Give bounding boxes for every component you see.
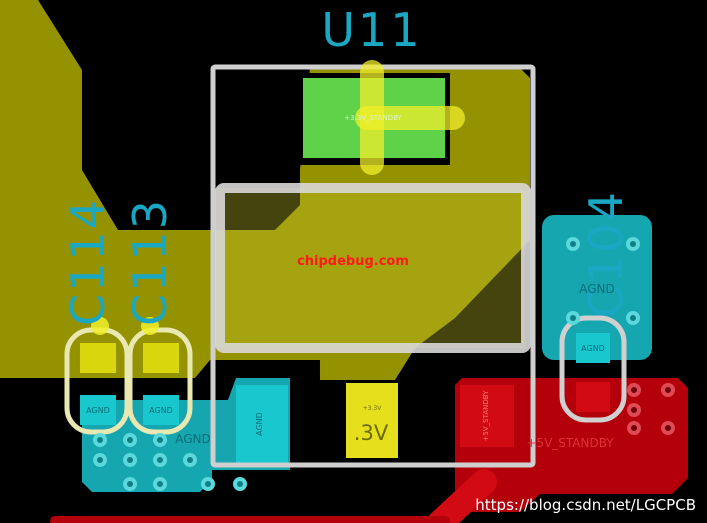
via-hole [157, 481, 163, 487]
via-hole [631, 387, 637, 393]
via-hole [631, 407, 637, 413]
via-hole [665, 425, 671, 431]
via-hole [157, 437, 163, 443]
c104-outline [559, 315, 627, 423]
via-hole [570, 315, 576, 321]
via-hole [97, 457, 103, 463]
c113-pad-bottom [143, 395, 179, 425]
red-trace [427, 469, 497, 523]
u11-ref: U11 [321, 3, 422, 57]
c104-vias [566, 237, 640, 325]
c104-pad-bottom [576, 382, 610, 412]
agnd-area-label: AGND [175, 432, 211, 446]
c104-pad-top [576, 333, 610, 363]
u11-inner-outline [215, 183, 531, 353]
standby-5v-pad [460, 385, 514, 447]
bottom-pad-net-label: .3V [354, 421, 389, 445]
via-hole [630, 315, 636, 321]
red-trace-bottom [50, 516, 450, 523]
agnd-vias [93, 433, 247, 491]
via-hole [127, 437, 133, 443]
c113-outline [127, 327, 193, 435]
bottom-pad [346, 383, 398, 458]
c113-pad-net: AGND [149, 406, 173, 415]
corner-watermark: https://blog.csdn.net/LGCPCB [475, 496, 696, 514]
c104-pad-net: AGND [581, 344, 605, 353]
c104-net-label: AGND [579, 282, 615, 296]
c104-ref: C104 [579, 190, 633, 318]
via-hole [187, 457, 193, 463]
c114-pad-top [80, 343, 116, 373]
center-watermark: chipdebug.com [297, 254, 409, 269]
via-hole [570, 241, 576, 247]
agnd-pad [236, 385, 288, 463]
standby-5v-label: +5V_STANDBY [526, 436, 614, 450]
standby-5v-pad-net: +5V_STANDBY [482, 390, 490, 442]
via-hole [631, 425, 637, 431]
via-hole [205, 481, 211, 487]
via-hole [237, 481, 243, 487]
c113-via [141, 317, 159, 335]
via-hole [665, 387, 671, 393]
c114-ref: C114 [61, 198, 115, 326]
via-hole [157, 457, 163, 463]
bottom-pad-small-label: +3.3V [363, 405, 383, 412]
top-pad-horizontal-trace [355, 106, 465, 130]
standby-vias [627, 383, 675, 435]
via-hole [127, 457, 133, 463]
via-hole [127, 481, 133, 487]
c113-pad-top [143, 343, 179, 373]
c113-ref: C113 [123, 198, 177, 326]
u11-body-shade [215, 188, 525, 348]
via-hole [630, 241, 636, 247]
c114-pad-bottom [80, 395, 116, 425]
top-pad-net-label: +3.3V_STANDBY [344, 114, 402, 122]
c114-via [91, 317, 109, 335]
c114-pad-net: AGND [86, 406, 110, 415]
agnd-pad-net: AGND [255, 412, 264, 436]
via-hole [97, 437, 103, 443]
